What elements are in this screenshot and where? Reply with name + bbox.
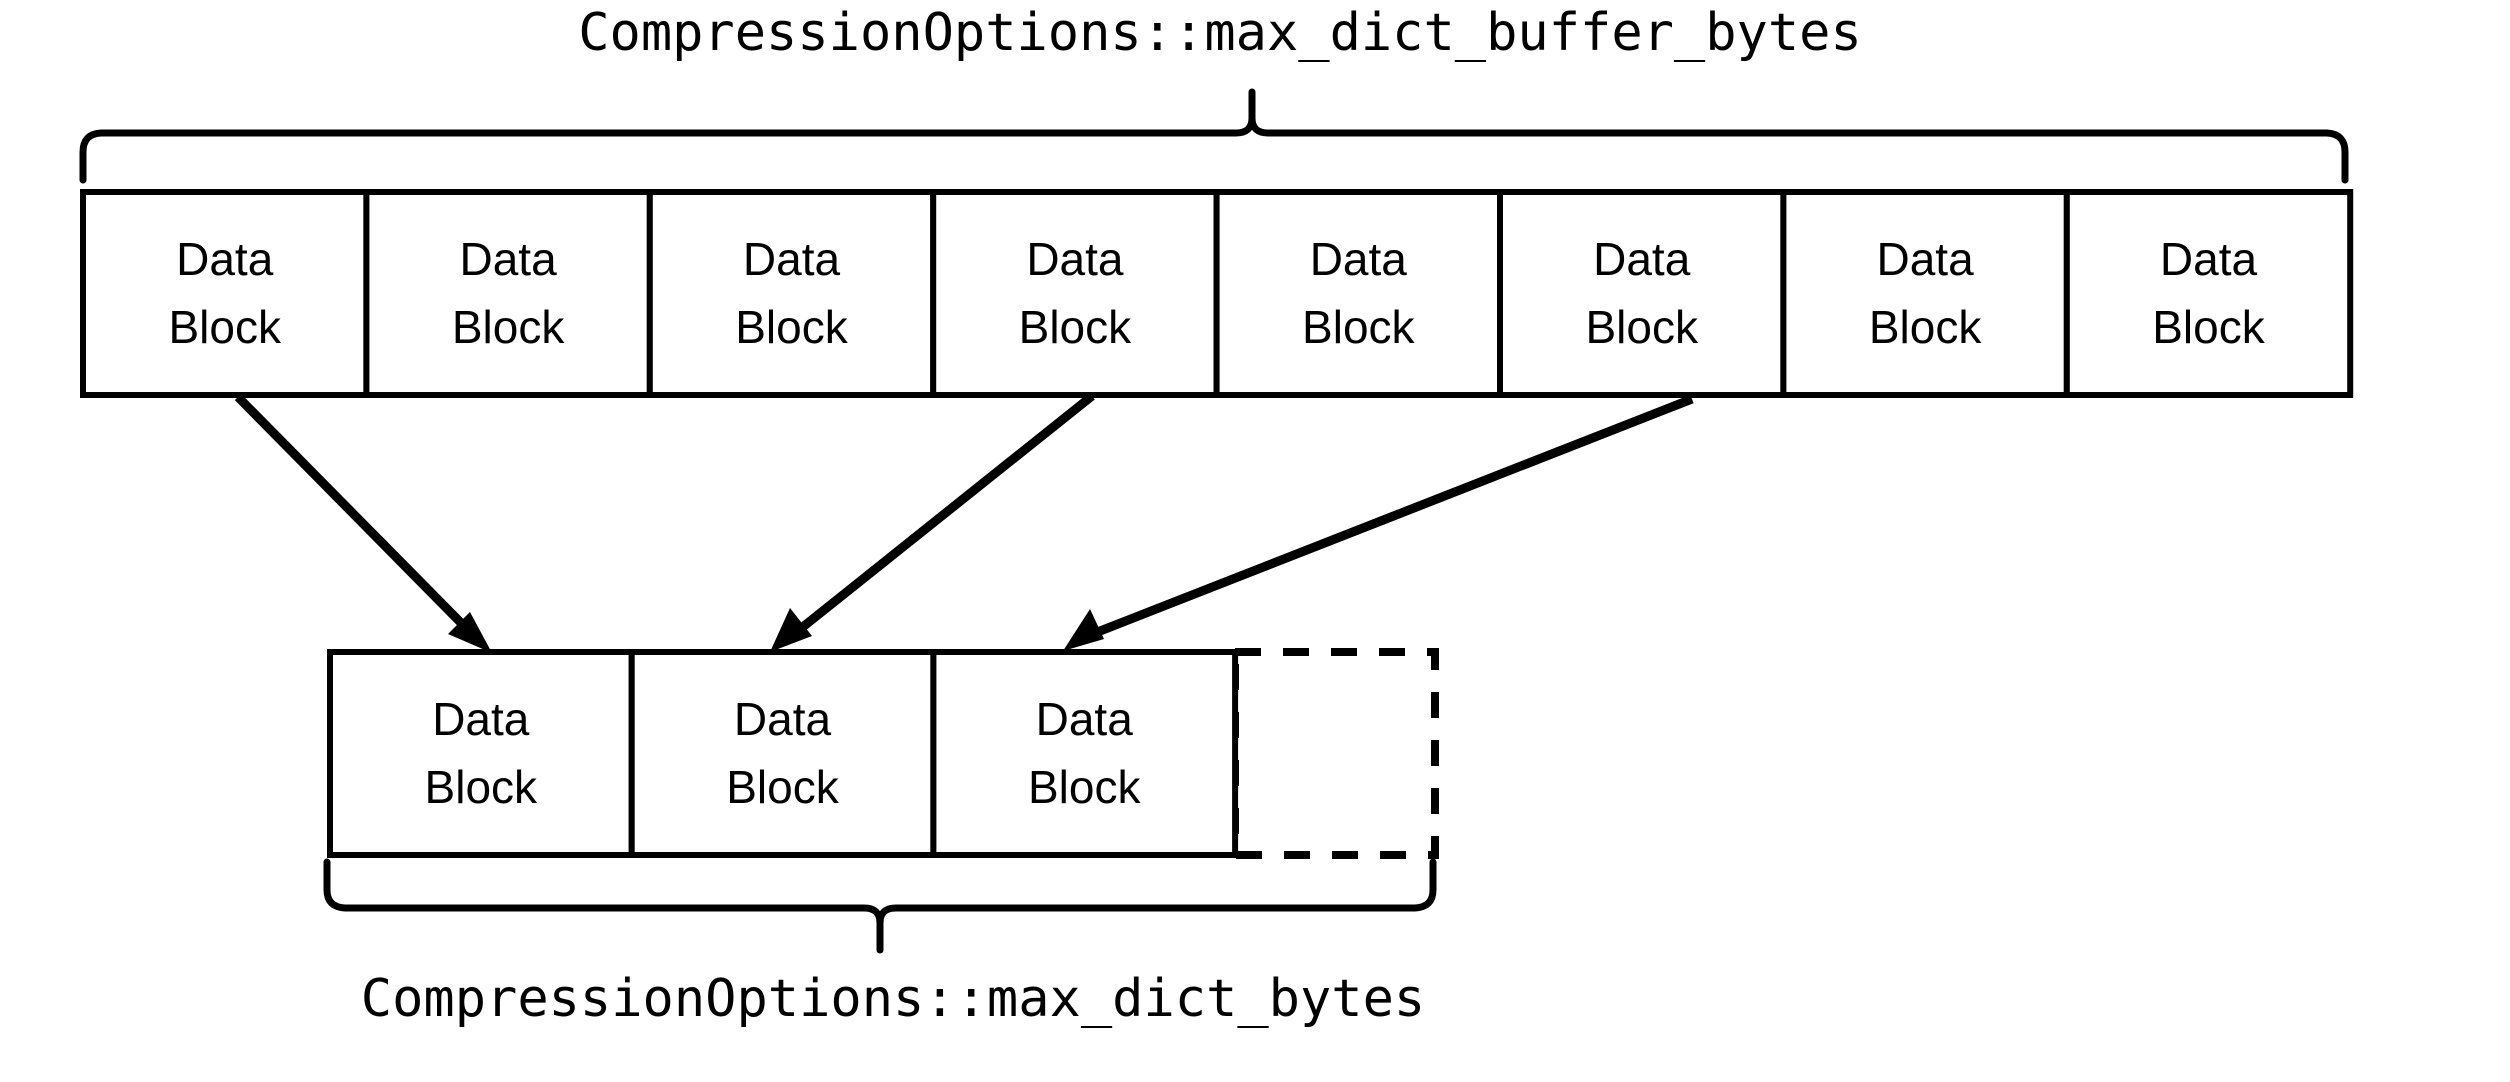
top-data-block-1-rect [80,189,370,398]
top-data-block-2[interactable]: Data Block [363,189,653,398]
bottom-data-block-1-rect [327,649,635,858]
top-data-block-4[interactable]: Data Block [930,189,1220,398]
top-data-block-2-rect [363,189,653,398]
top-data-block-2-label-line1: Data [460,233,558,285]
bottom-data-block-2-rect [628,649,937,858]
bottom-data-block-3-rect [930,649,1239,858]
arrow-block-4-to-dict-2-head [770,608,812,652]
brace-top-path [79,88,2349,184]
top-data-block-3[interactable]: Data Block [646,189,937,398]
arrow-block-1-to-dict-1-head [448,612,492,653]
brace-bottom-path [323,858,1437,954]
top-data-block-4-rect [930,189,1220,398]
bottom-data-block-3-label-line2: Block [1028,761,1141,813]
top-data-block-1[interactable]: Data Block [80,189,370,398]
bottom-data-block-empty-rect [1231,648,1439,859]
data-block-dictionary-row: Data Block Data Block Data Block [327,648,1439,859]
arrow-block-4-to-dict-2-shaft [791,392,1095,638]
top-data-block-8[interactable]: Data Block [2063,189,2354,398]
arrow-block-1-to-dict-1 [234,393,492,653]
bottom-brace-label: CompressionOptions::max_dict_bytes [361,969,1425,1029]
bottom-data-block-empty[interactable] [1231,648,1439,859]
top-data-block-4-label-line1: Data [1026,233,1124,285]
data-block-buffer-row: Data Block Data Block Data Block Data Bl… [80,189,2354,398]
bottom-data-block-1[interactable]: Data Block [327,649,635,858]
top-data-block-5[interactable]: Data Block [1213,189,1503,398]
bottom-data-block-2[interactable]: Data Block [628,649,937,858]
top-data-block-1-label-line2: Block [168,301,281,353]
top-data-block-5-rect [1213,189,1503,398]
top-data-block-6-label-line1: Data [1593,233,1691,285]
arrow-block-1-to-dict-1-shaft [234,393,476,638]
bottom-data-block-1-label-line1: Data [432,693,530,745]
arrow-block-6-to-dict-3-head [1063,609,1104,651]
top-data-block-2-label-line2: Block [452,301,565,353]
top-data-block-3-label-line1: Data [743,233,841,285]
top-data-block-6[interactable]: Data Block [1497,189,1787,398]
top-data-block-5-label-line2: Block [1302,301,1415,353]
top-data-block-7-label-line2: Block [1869,301,1982,353]
top-data-block-8-rect [2063,189,2354,398]
arrow-block-4-to-dict-2 [770,392,1095,652]
top-data-block-1-label-line1: Data [176,233,274,285]
arrow-block-6-to-dict-3-shaft [1088,394,1694,640]
bottom-data-block-3[interactable]: Data Block [930,649,1239,858]
arrow-block-6-to-dict-3 [1063,394,1694,651]
top-data-block-7[interactable]: Data Block [1780,189,2070,398]
bottom-data-block-2-label-line2: Block [726,761,839,813]
bottom-data-block-2-label-line1: Data [734,693,832,745]
top-brace-label: CompressionOptions::max_dict_buffer_byte… [578,3,1862,63]
brace-max-dict-buffer-bytes [79,88,2349,184]
bottom-data-block-3-label-line1: Data [1036,693,1134,745]
top-data-block-5-label-line1: Data [1310,233,1408,285]
top-data-block-6-label-line2: Block [1585,301,1698,353]
top-data-block-7-rect [1780,189,2070,398]
bottom-data-block-1-label-line2: Block [425,761,538,813]
top-data-block-3-label-line2: Block [735,301,848,353]
brace-max-dict-bytes [323,858,1437,954]
top-data-block-4-label-line2: Block [1019,301,1132,353]
top-data-block-8-label-line1: Data [2160,233,2258,285]
top-data-block-6-rect [1497,189,1787,398]
top-data-block-7-label-line1: Data [1877,233,1975,285]
top-data-block-3-rect [646,189,937,398]
top-data-block-8-label-line2: Block [2152,301,2265,353]
